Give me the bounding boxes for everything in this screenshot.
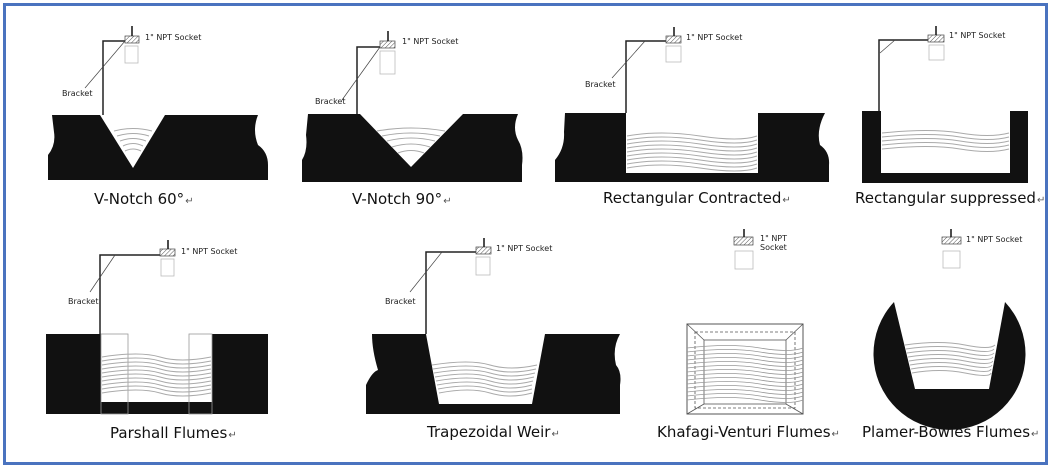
return-mark: ↵ — [443, 196, 452, 207]
weir-plate — [366, 334, 621, 414]
caption-trapezoidal-weir: Trapezoidal Weir↵ — [427, 423, 560, 441]
socket-label: 1" NPT Socket — [181, 247, 237, 256]
caption-v-notch-60: V-Notch 60°↵ — [94, 190, 194, 208]
bracket-label: Bracket — [585, 80, 615, 89]
socket-label: 1" NPT Socket — [966, 235, 1022, 244]
panel-khafagi-venturi-flumes: 1" NPT Socket — [686, 229, 804, 415]
flume-walls — [46, 334, 268, 414]
sensor-icon — [160, 258, 175, 277]
caption-rectangular-contracted: Rectangular Contracted↵ — [603, 189, 791, 207]
socket-icon — [379, 40, 396, 49]
socket-icon — [927, 34, 945, 43]
caption-v-notch-90: V-Notch 90°↵ — [352, 190, 452, 208]
panel-v-notch-60: 1" NPT Socket Bracket — [48, 26, 268, 180]
caption-plamer-bowles-flumes: Plamer-Bowles Flumes↵ — [862, 423, 1039, 441]
caption-text: V-Notch 60° — [94, 190, 185, 208]
caption-text: Plamer-Bowles Flumes — [862, 423, 1031, 441]
caption-parshall-flumes: Parshall Flumes↵ — [110, 424, 237, 442]
weir-plate — [48, 115, 268, 180]
return-mark: ↵ — [1036, 195, 1046, 206]
socket-icon — [941, 236, 962, 245]
sensor-icon — [475, 256, 491, 276]
bracket-label: Bracket — [385, 297, 415, 306]
weir-plate — [555, 113, 830, 182]
sensor-icon — [928, 44, 945, 61]
caption-khafagi-venturi-flumes: Khafagi-Venturi Flumes↵ — [657, 423, 840, 441]
return-mark: ↵ — [831, 429, 840, 440]
bracket-label: Bracket — [62, 89, 92, 98]
socket-icon — [665, 35, 682, 44]
flume-body — [873, 302, 1026, 430]
bracket-label: Bracket — [68, 297, 98, 306]
panel-plamer-bowles-flumes: 1" NPT Socket — [873, 229, 1026, 430]
return-mark: ↵ — [782, 195, 791, 206]
socket-label-line1: 1" NPT — [760, 234, 787, 243]
caption-text: Rectangular suppressed — [855, 189, 1036, 207]
caption-text: Trapezoidal Weir — [427, 423, 551, 441]
sensor-icon — [942, 250, 961, 269]
panel-parshall-flumes: 1" NPT Socket Bracket — [46, 240, 268, 415]
socket-icon — [475, 246, 492, 255]
caption-text: V-Notch 90° — [352, 190, 443, 208]
sensor-icon — [379, 50, 396, 75]
water-lines — [113, 128, 153, 152]
caption-text: Rectangular Contracted — [603, 189, 782, 207]
caption-text: Khafagi-Venturi Flumes — [657, 423, 831, 441]
bracket — [102, 40, 125, 115]
caption-rectangular-suppressed: Rectangular suppressed↵ — [855, 189, 1045, 207]
socket-icon — [124, 35, 140, 44]
channel-walls — [862, 111, 1028, 183]
socket-label: 1" NPT Socket — [402, 37, 458, 46]
panel-v-notch-90: 1" NPT Socket Bracket — [302, 31, 523, 182]
return-mark: ↵ — [185, 196, 194, 207]
return-mark: ↵ — [1031, 429, 1040, 440]
socket-label: 1" NPT Socket — [686, 33, 742, 42]
sensor-icon — [734, 250, 754, 270]
return-mark: ↵ — [551, 429, 560, 440]
socket-label: 1" NPT Socket — [496, 244, 552, 253]
panel-rectangular-contracted: 1" NPT Socket Bracket — [555, 27, 830, 182]
panel-rectangular-suppressed: 1" NPT Socket — [862, 26, 1028, 183]
panel-trapezoidal-weir: 1" NPT Socket Bracket — [366, 238, 621, 414]
socket-label: 1" NPT Socket — [949, 31, 1005, 40]
socket-icon — [733, 236, 754, 246]
sensor-icon — [665, 45, 682, 63]
socket-label-line2: Socket — [760, 243, 787, 252]
return-mark: ↵ — [228, 430, 237, 441]
sensor-icon — [124, 45, 139, 64]
bracket-label: Bracket — [315, 97, 345, 106]
socket-icon — [159, 248, 176, 257]
weir-plate — [302, 114, 523, 182]
diagram-frame — [3, 3, 1048, 465]
caption-text: Parshall Flumes — [110, 424, 228, 442]
socket-label: 1" NPT Socket — [145, 33, 201, 42]
